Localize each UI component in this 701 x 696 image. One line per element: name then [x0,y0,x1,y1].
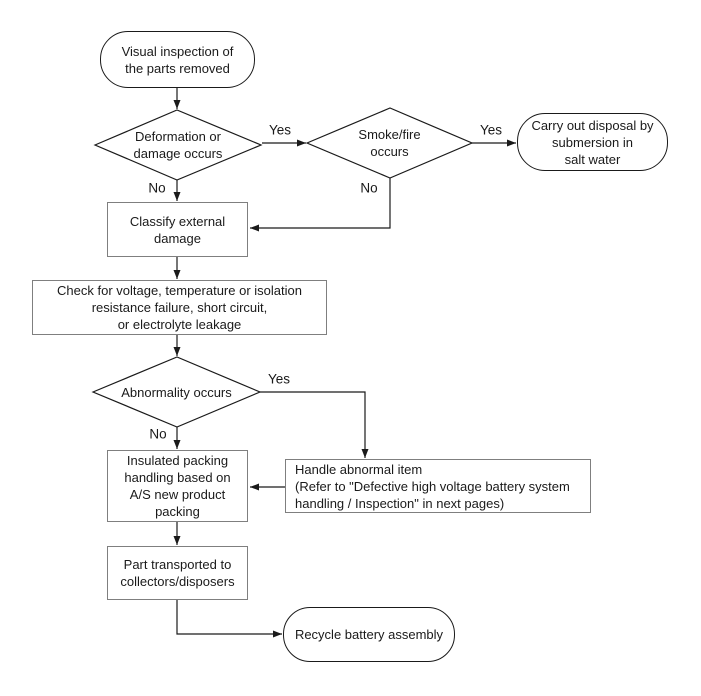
edge-label-abnormality-yes: Yes [267,371,291,387]
process-part-transported: Part transported to collectors/disposers [107,546,248,600]
terminator-visual-inspection: Visual inspection of the parts removed [100,31,255,88]
edge-label-abnormality-no: No [149,426,167,442]
edge-part-to-recycle [176,600,282,638]
edge-abnormality-yes-to-handle [260,391,369,458]
edge-label-smoke-yes: Yes [479,122,503,138]
edge-smoke-no-to-classify [250,178,391,232]
terminator-recycle: Recycle battery assembly [283,607,455,662]
process-check-failure: Check for voltage, temperature or isolat… [32,280,327,335]
edge-label-smoke-no: No [360,180,378,196]
edge-label-deformation-yes: Yes [268,122,292,138]
edge-label-deformation-no: No [148,180,166,196]
decision-abnormality-label: Abnormality occurs [121,384,232,400]
decision-deformation-label: Deformation or damage occurs [133,129,223,161]
decision-smoke-fire-label: Smoke/fire occurs [358,127,421,159]
process-handle-abnormal: Handle abnormal item (Refer to "Defectiv… [285,459,591,513]
process-classify-damage: Classify external damage [107,202,248,257]
terminator-carry-out-disposal: Carry out disposal by submersion in salt… [517,113,668,171]
process-insulated-packing: Insulated packing handling based on A/S … [107,450,248,522]
decision-deformation-shape [93,109,263,181]
